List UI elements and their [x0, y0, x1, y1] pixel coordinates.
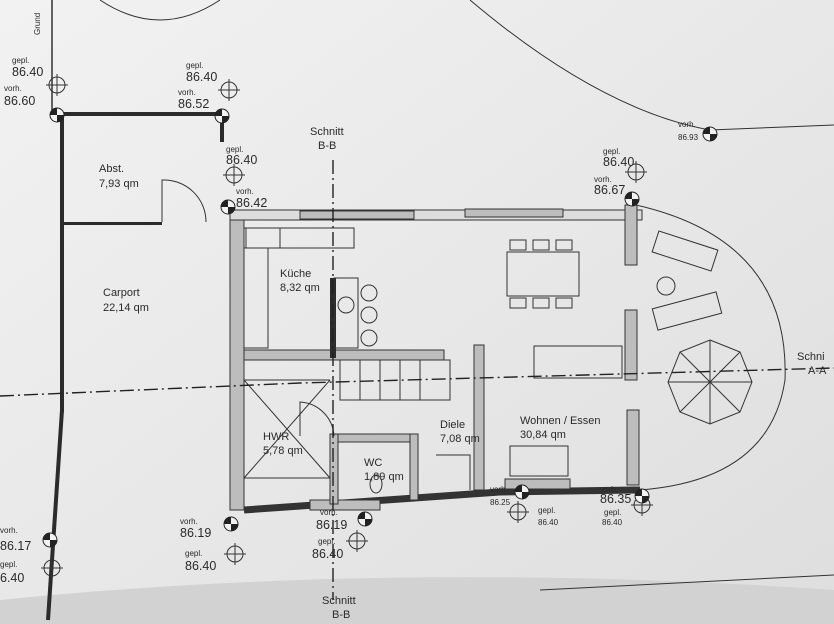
svg-text:86.93: 86.93 — [678, 133, 699, 142]
stairs — [339, 359, 451, 401]
svg-text:86.40: 86.40 — [603, 155, 634, 169]
svg-text:86.60: 86.60 — [4, 94, 35, 108]
svg-text:86.67: 86.67 — [594, 183, 625, 197]
svg-text:vorh.: vorh. — [4, 84, 22, 93]
svg-text:86.17: 86.17 — [0, 539, 31, 553]
svg-text:gepl.: gepl. — [186, 61, 203, 70]
room-name: Diele — [440, 419, 465, 431]
svg-text:vorh.: vorh. — [490, 485, 508, 494]
svg-text:vorh.: vorh. — [600, 485, 618, 494]
svg-text:86.52: 86.52 — [178, 97, 209, 111]
section-axis-a — [0, 367, 834, 397]
svg-text:gepl.: gepl. — [185, 549, 202, 558]
svg-text:vorh.: vorh. — [320, 508, 338, 517]
elevation-symbols — [41, 74, 718, 579]
edge-label: Grund — [33, 13, 42, 35]
svg-text:gepl.: gepl. — [318, 537, 335, 546]
svg-text:gepl.: gepl. — [603, 147, 620, 156]
room-name: Wohnen / Essen — [520, 415, 601, 427]
svg-text:6.40: 6.40 — [0, 571, 24, 585]
room-area: 30,84 qm — [520, 429, 566, 441]
svg-text:86.40: 86.40 — [12, 65, 43, 79]
svg-text:gepl.: gepl. — [226, 145, 243, 154]
sofa — [533, 345, 623, 379]
svg-text:86.40: 86.40 — [538, 518, 559, 527]
room-area: 7,08 qm — [440, 433, 480, 445]
svg-text:86.19: 86.19 — [180, 526, 211, 540]
svg-text:vorh.: vorh. — [594, 175, 612, 184]
section-label: B-B — [318, 140, 336, 152]
section-label: Schnitt — [322, 595, 356, 607]
svg-text:vorh.: vorh. — [236, 187, 254, 196]
svg-text:86.40: 86.40 — [226, 153, 257, 167]
room-labels: Abst. 7,93 qm Carport 22,14 qm Küche 8,3… — [99, 163, 601, 483]
toilet — [369, 474, 383, 494]
svg-text:gepl.: gepl. — [604, 508, 621, 517]
elevation-markers: gepl. 86.40 vorh. 86.60 gepl. 86.40 vorh… — [0, 56, 699, 585]
svg-text:86.25: 86.25 — [490, 498, 511, 507]
plot-line — [539, 574, 834, 591]
svg-text:86.40: 86.40 — [185, 559, 216, 573]
room-name: HWR — [263, 431, 289, 443]
svg-text:vorh.: vorh. — [180, 517, 198, 526]
paper-shadow — [0, 577, 834, 624]
svg-text:vorh.: vorh. — [678, 120, 696, 129]
section-label: Schnitt — [310, 126, 344, 138]
svg-text:vorh.: vorh. — [0, 526, 18, 535]
room-name: WC — [364, 457, 382, 469]
room-area: 7,93 qm — [99, 178, 139, 190]
room-area: 1,89 qm — [364, 471, 404, 483]
section-label: A-A — [808, 365, 827, 377]
furniture — [243, 227, 753, 494]
room-name: Küche — [280, 268, 311, 280]
section-label: Schni — [797, 351, 825, 363]
room-area: 5,78 qm — [263, 445, 303, 457]
room-area: 22,14 qm — [103, 302, 149, 314]
tree-outline — [99, 0, 221, 21]
dining-table — [506, 251, 580, 297]
room-name: Carport — [103, 287, 140, 299]
svg-text:86.35: 86.35 — [600, 492, 631, 506]
house-walls — [229, 204, 786, 514]
terrace-outline — [635, 204, 786, 491]
svg-text:gepl.: gepl. — [538, 506, 555, 515]
svg-text:86.19: 86.19 — [316, 518, 347, 532]
room-name: Abst. — [99, 163, 124, 175]
door-swing — [161, 179, 207, 223]
room-area: 8,32 qm — [280, 282, 320, 294]
section-label: B-B — [332, 609, 350, 621]
boundary-line — [469, 0, 834, 131]
svg-text:86.40: 86.40 — [312, 547, 343, 561]
svg-text:vorh.: vorh. — [178, 88, 196, 97]
svg-text:gepl.: gepl. — [0, 560, 17, 569]
svg-text:86.42: 86.42 — [236, 196, 267, 210]
svg-text:86.40: 86.40 — [186, 70, 217, 84]
carport-walls — [46, 112, 226, 621]
svg-text:gepl.: gepl. — [12, 56, 29, 65]
svg-text:86.40: 86.40 — [602, 518, 623, 527]
